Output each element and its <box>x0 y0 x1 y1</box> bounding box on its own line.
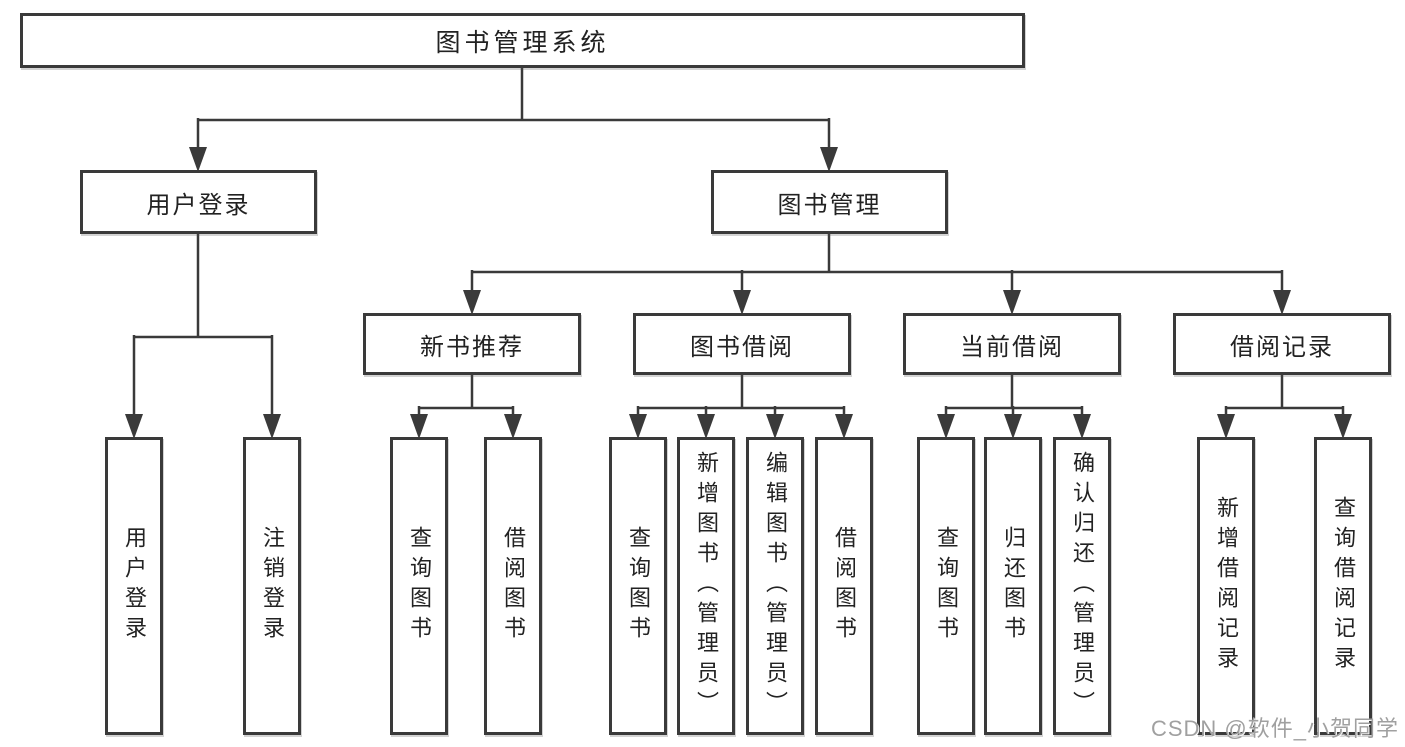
node-label: 查询图书 <box>934 526 959 646</box>
node-leaf-add-books-admin: 新增图书（管理员） <box>677 437 735 735</box>
node-leaf-search-borrow-record: 查询借阅记录 <box>1314 437 1372 735</box>
node-leaf-borrow-books: 借阅图书 <box>815 437 873 735</box>
node-leaf-add-borrow-record: 新增借阅记录 <box>1197 437 1255 735</box>
node-label: 图书管理 <box>777 191 882 219</box>
node-label: 图书借阅 <box>690 333 794 361</box>
node-label: 借阅记录 <box>1230 333 1334 361</box>
node-label: 借阅图书 <box>501 526 526 646</box>
node-label: 图书管理系统 <box>435 28 610 57</box>
node-label: 当前借阅 <box>960 333 1064 361</box>
node-label: 用户登录 <box>146 191 251 219</box>
node-label: 借阅图书 <box>832 526 857 646</box>
node-leaf-user-login: 用户登录 <box>105 437 163 735</box>
node-current-borrowing: 当前借阅 <box>903 313 1121 375</box>
node-leaf-return-books: 归还图书 <box>984 437 1042 735</box>
node-label: 确认归还（管理员） <box>1070 451 1095 721</box>
arrowhead-icons <box>125 147 1352 439</box>
node-leaf-confirm-return-admin: 确认归还（管理员） <box>1053 437 1111 735</box>
node-label: 新书推荐 <box>420 333 524 361</box>
node-leaf-borrow-books-recommend: 借阅图书 <box>484 437 542 735</box>
node-user-login: 用户登录 <box>80 170 317 234</box>
node-label: 归还图书 <box>1001 526 1026 646</box>
node-new-book-recommendation: 新书推荐 <box>363 313 581 375</box>
node-library-system: 图书管理系统 <box>20 13 1025 68</box>
node-label: 查询借阅记录 <box>1331 496 1356 676</box>
node-leaf-edit-books-admin: 编辑图书（管理员） <box>746 437 804 735</box>
node-leaf-search-books-current: 查询图书 <box>917 437 975 735</box>
node-label: 查询图书 <box>626 526 651 646</box>
node-leaf-search-books-borrow: 查询图书 <box>609 437 667 735</box>
node-label: 新增借阅记录 <box>1214 496 1239 676</box>
node-leaf-search-books-recommend: 查询图书 <box>390 437 448 735</box>
node-label: 新增图书（管理员） <box>694 451 719 721</box>
node-label: 编辑图书（管理员） <box>763 451 788 721</box>
node-borrowing-records: 借阅记录 <box>1173 313 1391 375</box>
node-leaf-logout: 注销登录 <box>243 437 301 735</box>
node-book-borrowing: 图书借阅 <box>633 313 851 375</box>
node-book-management: 图书管理 <box>711 170 948 234</box>
node-label: 用户登录 <box>122 526 147 646</box>
csdn-watermark: CSDN @软件_小贺同学 <box>1150 716 1399 741</box>
node-label: 注销登录 <box>260 526 285 646</box>
node-label: 查询图书 <box>407 526 432 646</box>
